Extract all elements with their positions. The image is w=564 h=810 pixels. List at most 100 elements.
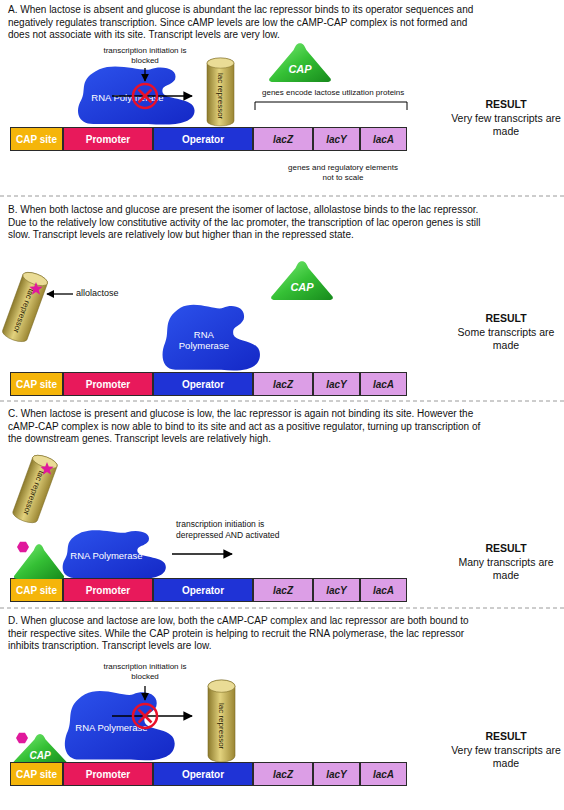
cylinder-body xyxy=(11,453,59,526)
gene-box: lacZ xyxy=(253,127,313,151)
cap-site-box: CAP site xyxy=(10,578,63,602)
cylinder-top xyxy=(21,270,49,289)
transcription-arrow xyxy=(112,715,192,717)
cap-protein xyxy=(14,544,64,579)
gene-box: lacY xyxy=(313,127,360,151)
region-label: Promoter xyxy=(64,579,152,601)
cone-body xyxy=(271,261,333,300)
repressor-label: lac repressor xyxy=(207,66,234,126)
panel-description: C. When lactose is present and glucose i… xyxy=(8,408,482,446)
gene-bracket xyxy=(255,102,407,110)
camp-hexagon xyxy=(16,733,28,743)
transcription-arrow xyxy=(172,553,232,555)
lac-repressor: lac repressor xyxy=(208,680,235,762)
region-label: Promoter xyxy=(64,128,152,150)
gene-box: lacA xyxy=(360,127,407,151)
region-label: lacY xyxy=(314,128,359,150)
rna-polymerase: RNA Polymerase xyxy=(60,528,168,580)
cylinder-top xyxy=(31,453,59,471)
gene-box: lacZ xyxy=(253,578,313,602)
repressor-label: lac repressor xyxy=(208,690,235,762)
cylinder-top xyxy=(207,58,234,68)
result-text: Many transcripts are made xyxy=(450,556,562,581)
panel-description: A. When lactose is absent and glucose is… xyxy=(8,4,482,42)
result-text: Some transcripts are made xyxy=(450,326,562,351)
gene-box: lacY xyxy=(313,762,360,786)
gene-box: lacA xyxy=(360,762,407,786)
annotation-text: transcription initiation is derepressed … xyxy=(176,519,304,540)
repressor-label: lac repressor xyxy=(1,278,47,345)
operator-box: Operator xyxy=(153,762,253,786)
transcription-arrow xyxy=(112,95,192,97)
cap-label: CAP xyxy=(270,260,334,300)
result-heading: RESULT xyxy=(450,98,562,111)
region-label: lacZ xyxy=(254,579,312,601)
rna-polymerase: RNA Polymerase xyxy=(62,688,177,762)
region-label: lacY xyxy=(314,373,359,395)
panel-divider xyxy=(0,401,564,402)
cap-site-box: CAP site xyxy=(10,762,63,786)
cylinder-top xyxy=(208,680,235,692)
region-label: CAP site xyxy=(11,373,62,395)
annotation-text: allolactose xyxy=(76,288,156,299)
blocked-cross xyxy=(139,90,152,103)
polymerase-label: RNA Polymerase xyxy=(69,533,145,580)
cap-protein: CAP xyxy=(268,42,332,82)
gene-box: lacZ xyxy=(253,762,313,786)
promoter-box: Promoter xyxy=(63,372,153,396)
region-label: Promoter xyxy=(64,373,152,395)
rna-polymerase: RNA Polymerase xyxy=(160,302,262,372)
allolactose-star xyxy=(29,282,42,295)
blocked-symbol xyxy=(133,84,157,108)
region-label: lacY xyxy=(314,763,359,785)
region-label: lacZ xyxy=(254,763,312,785)
region-label: CAP site xyxy=(11,763,62,785)
gene-box: lacZ xyxy=(253,372,313,396)
cap-site-box: CAP site xyxy=(10,127,63,151)
region-label: Promoter xyxy=(64,763,152,785)
region-label: Operator xyxy=(154,579,252,601)
region-label: lacA xyxy=(361,373,406,395)
annotation-text: genes and regulatory elements not to sca… xyxy=(283,163,403,183)
operator-box: Operator xyxy=(153,372,253,396)
promoter-box: Promoter xyxy=(63,127,153,151)
result-heading: RESULT xyxy=(450,730,562,743)
lac-repressor: lac repressor xyxy=(11,453,59,526)
result-heading: RESULT xyxy=(450,312,562,325)
lac-repressor: lac repressor xyxy=(207,58,234,126)
annotation-text: genes encode lactose utlization proteins xyxy=(262,88,437,98)
cap-protein: CAP xyxy=(270,260,334,300)
cone-body xyxy=(269,43,331,82)
region-label: lacA xyxy=(361,763,406,785)
camp-hexagon xyxy=(17,542,29,552)
region-label: CAP site xyxy=(11,579,62,601)
polymerase-label: RNA Polymerase xyxy=(85,70,170,126)
region-label: Operator xyxy=(154,128,252,150)
blocked-symbol xyxy=(133,704,157,728)
gene-box: lacA xyxy=(360,372,407,396)
annotation-text: transcription initiation is blocked xyxy=(100,46,190,66)
cone-outline xyxy=(268,42,332,82)
rna-polymerase: RNA Polymerase xyxy=(75,64,197,126)
pointer-arrow xyxy=(144,686,145,700)
panel-description: D. When glucose and lactose are low, bot… xyxy=(8,615,482,653)
region-label: Operator xyxy=(154,373,252,395)
region-label: lacY xyxy=(314,579,359,601)
operator-box: Operator xyxy=(153,127,253,151)
region-label: lacZ xyxy=(254,373,312,395)
region-label: lacA xyxy=(361,579,406,601)
cylinder-body xyxy=(208,680,235,762)
cylinder-body xyxy=(207,58,234,126)
blocked-cross xyxy=(139,710,152,723)
result-text: Very few transcripts are made xyxy=(450,112,562,137)
promoter-box: Promoter xyxy=(63,762,153,786)
cone-outline xyxy=(270,260,334,300)
allolactose-star xyxy=(40,462,53,475)
panel-divider xyxy=(0,196,564,197)
result-text: Very few transcripts are made xyxy=(450,744,562,769)
panel-divider xyxy=(0,608,564,609)
cap-label: CAP xyxy=(268,42,332,82)
gene-box: lacA xyxy=(360,578,407,602)
